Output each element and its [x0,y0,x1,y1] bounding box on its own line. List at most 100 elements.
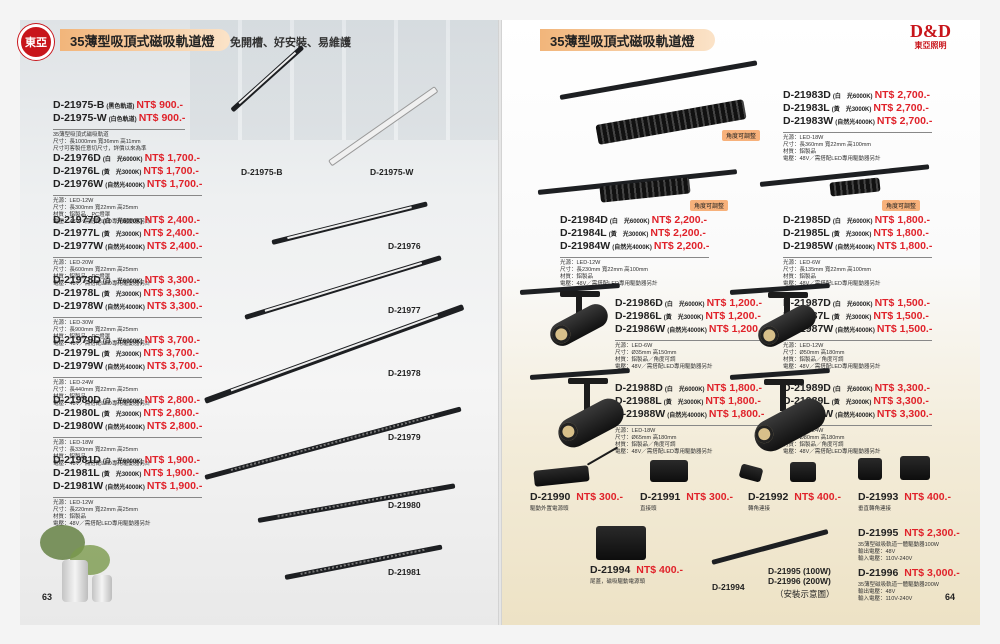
spec-line: 尺寸：長900mm 寬22mm 高25mm [53,327,138,333]
left-header-subtitle: 免開槽、好安裝、易維護 [230,37,351,49]
model-tag: (黃 光3000K) [831,232,872,238]
model-code: D-21976L [53,165,100,177]
model-price-line: D-21978W(自然光4000K)NT$ 3,300.- [53,301,202,314]
image-label: D-21979 [388,432,421,442]
model-price: NT$ 3,300.- [144,274,201,286]
accessory-desc: 尾蓋，磁吸驅動電源頭 [590,579,646,585]
model-code: D-21980L [53,407,100,419]
model-price: NT$ 900.- [138,112,186,124]
spec-line: 光源：LED-12W [53,198,94,204]
spec-line: 光源：LED-30W [53,320,94,326]
angle-adjustable-badge: 角度可調整 [722,130,761,141]
model-code: D-21979W [53,360,104,372]
model-price: NT$ 2,700.- [874,89,931,101]
model-price: NT$ 2,400.- [146,240,203,252]
accessory-desc: 轉角連接 [748,506,771,512]
accessory-image-21991 [650,460,688,482]
accessory-image-21994 [596,526,646,560]
model-price: NT$ 1,700.- [144,152,201,164]
model-tag: (白色軌道) [108,117,137,123]
accessory-code: D-21990 [530,491,571,503]
model-price: NT$ 1,200.- [705,310,761,322]
model-price: NT$ 3,300.- [146,300,203,312]
model-price: NT$ 2,700.- [876,115,933,127]
model-tag: (自然光4000K) [835,245,875,251]
model-code: D-21975-W [53,112,107,124]
model-price: NT$ 2,400.- [144,214,201,226]
model-code: D-21978L [53,287,100,299]
accessory-price: NT$ 400.- [636,564,683,576]
accessory-desc: 35薄型磁吸軌道一體驅動器100W [858,542,939,548]
brand-logo-icon: 東亞 [18,24,54,60]
accessory-desc: 直接頭 [640,506,657,512]
model-code: D-21976W [53,178,104,190]
spec-line: 材質：鋁製品．PC燈罩 [53,274,111,280]
model-tag: (黃 光3000K) [101,170,142,176]
product-block-21984: D-21984D(白 光6000K)NT$ 2,200.-D-21984L(黃 … [560,214,710,288]
model-price-line: D-21976L(黃 光3000K)NT$ 1,700.- [53,166,202,179]
model-code: D-21985W [783,240,834,252]
model-tag: (黃 光3000K) [831,315,872,321]
product-block-21983: D-21983D(白 光6000K)NT$ 2,700.-D-21983L(黃 … [783,89,933,163]
spec-line: 材質：鋁製品／角度可調 [615,442,676,448]
image-label: D-21981 [388,567,421,577]
diagram-label-21994: D-21994 [712,582,745,592]
model-price-line: D-21975-W(白色軌道)NT$ 900.- [53,113,185,126]
accessory-code: D-21991 [640,491,681,503]
model-price: NT$ 3,300.- [873,395,929,407]
image-label: D-21980 [388,500,421,510]
model-price: NT$ 2,800.- [144,394,201,406]
spec-line: 光源：LED-24W [53,380,94,386]
model-code: D-21975-B [53,99,105,111]
accessory-price-line: D-21991 NT$ 300.- [640,492,733,503]
model-price: NT$ 2,400.- [143,227,199,239]
model-code: D-21986L [615,310,662,322]
model-code: D-21977D [53,214,101,226]
product-block-21981: D-21981D(白 光6000K)NT$ 1,900.-D-21981L(黃 … [53,455,203,528]
model-price-line: D-21986W(自然光4000K)NT$ 1,200.- [615,324,764,337]
model-tag: (黃 光3000K) [101,232,142,238]
model-price-line: D-21981L(黃 光3000K)NT$ 1,900.- [53,468,202,481]
model-code: D-21988W [615,408,666,420]
right-header-title: 35薄型吸頂式磁吸軌道燈 [540,29,715,51]
model-code: D-21988D [615,382,663,394]
model-price: NT$ 3,700.- [143,347,199,359]
spec-line: 電壓：48V／需搭配LED專用驅動器另計 [783,281,881,287]
model-price: NT$ 2,800.- [146,420,203,432]
product-block-21975: D-21975-B(黑色軌道)NT$ 900.-D-21975-W(白色軌道)N… [53,99,186,153]
model-price: NT$ 3,300.- [874,382,931,394]
accessory-price: NT$ 400.- [794,491,841,503]
spec-line: 光源：LED-20W [53,260,94,266]
accessory-price: NT$ 300.- [686,491,733,503]
spec-line: 35薄型吸頂式磁吸軌道 [53,132,109,138]
model-tag: (白 光6000K) [102,219,143,225]
model-code: D-21986W [615,323,666,335]
left-header-title: 35薄型吸頂式磁吸軌道燈 [60,29,230,51]
model-tag: (自然光4000K) [105,425,145,431]
spec-line: 電壓：48V／需搭配LED專用驅動器另計 [53,521,151,527]
spec-line: 尺寸：長220mm 寬22mm 高25mm [53,507,138,513]
book-spine [498,20,502,625]
spec-line: 光源：LED-12W [560,260,601,266]
model-tag: (自然光4000K) [667,413,707,419]
spec-line: 電壓：48V／需搭配LED專用驅動器另計 [783,364,881,370]
model-price-line: D-21987W(自然光4000K)NT$ 1,500.- [783,324,932,337]
spec-line: 電壓：48V／需搭配LED專用驅動器另計 [53,461,151,467]
image-label: D-21975-B [241,167,283,177]
spec-line: 材質：鋁製品 [53,454,87,460]
accessory-desc: 輸出電壓：48V [858,589,896,595]
image-label: D-21975-W [370,167,414,177]
model-code: D-21984D [560,214,608,226]
model-tag: (白 光6000K) [102,399,143,405]
product-block-21986: D-21986D(白 光6000K)NT$ 1,200.-D-21986L(黃 … [615,298,765,371]
spec-line: 尺寸：Ø50mm 高180mm [783,350,845,356]
spec-line: 電壓：48V／需搭配LED專用驅動器另計 [615,449,713,455]
model-price-line: D-21985L(黃 光3000K)NT$ 1,800.- [783,228,932,241]
